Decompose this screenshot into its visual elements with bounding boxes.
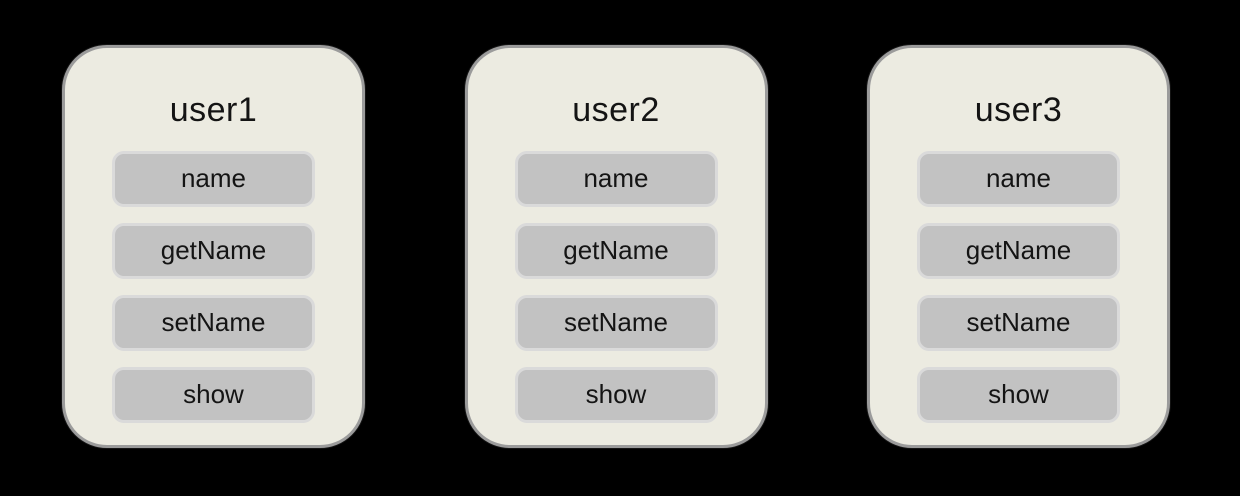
pill-name: name: [514, 150, 718, 207]
card-user3: user3 name getName setName show: [867, 45, 1170, 448]
card-title-user2: user2: [572, 91, 660, 129]
pill-setname: setName: [112, 294, 315, 351]
card-user1: user1 name getName setName show: [62, 45, 365, 448]
card-title-user1: user1: [169, 91, 258, 129]
card-title-user3: user3: [974, 91, 1063, 129]
pill-show: show: [917, 366, 1120, 423]
member-list-user1: name getName setName show: [112, 150, 315, 423]
pill-show: show: [112, 366, 315, 423]
card-user2: user2 name getName setName show: [464, 45, 768, 448]
pill-getname: getName: [514, 222, 718, 279]
pill-getname: getName: [112, 222, 315, 279]
pill-getname: getName: [917, 222, 1120, 279]
member-list-user3: name getName setName show: [917, 150, 1120, 423]
pill-show: show: [514, 366, 718, 423]
pill-name: name: [112, 150, 315, 207]
pill-setname: setName: [514, 294, 718, 351]
pill-name: name: [917, 150, 1120, 207]
pill-setname: setName: [917, 294, 1120, 351]
member-list-user2: name getName setName show: [514, 150, 718, 423]
